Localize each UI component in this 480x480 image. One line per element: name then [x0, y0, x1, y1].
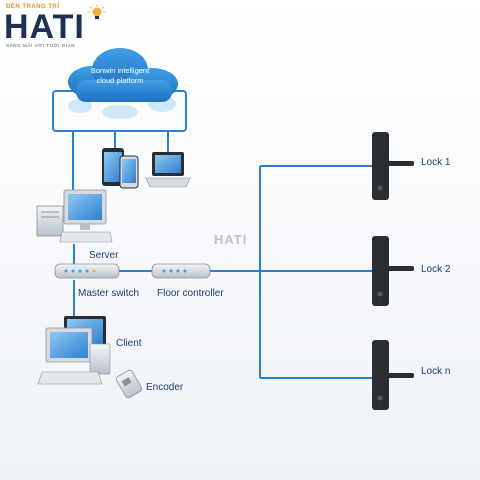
lock-n-icon [372, 340, 414, 410]
encoder-label: Encoder [146, 382, 184, 393]
logo-tagline-top: ĐÈN TRANG TRÍ [6, 4, 60, 10]
server-computer-icon [36, 189, 113, 243]
lock-n-label: Lock n [421, 366, 451, 377]
master-switch-icon [54, 263, 120, 279]
lock-1-icon [372, 132, 414, 200]
floor-controller-label: Floor controller [157, 288, 224, 299]
cloud-label: Bonwin intelligent cloud platform [88, 66, 152, 86]
lightbulb-icon [88, 4, 106, 19]
lock-2-label: Lock 2 [421, 264, 451, 275]
cloud-label-line2: cloud platform [96, 76, 144, 85]
encoder-icon [115, 369, 143, 399]
lock-1-label: Lock 1 [421, 157, 451, 168]
brand-logo: ĐÈN TRANG TRÍ HATI SÁNG MÃI VỚI THỜI GIA… [4, 4, 114, 50]
cloud-platform-frame [52, 90, 187, 132]
logo-tagline-bottom: SÁNG MÃI VỚI THỜI GIAN [6, 43, 76, 48]
laptop-icon [145, 152, 191, 188]
floor-controller-icon [151, 263, 211, 279]
master-switch-label: Master switch [78, 288, 140, 299]
mobile-devices-icon [102, 148, 139, 189]
cloud-icon [68, 48, 178, 102]
logo-wordmark: HATI [4, 8, 85, 46]
server-label: Server [89, 250, 119, 261]
client-computer-icon [37, 316, 111, 385]
client-label: Client [116, 338, 142, 349]
watermark: HATI [214, 232, 248, 247]
lock-2-icon [372, 236, 414, 306]
cloud-label-line1: Bonwin intelligent [90, 66, 150, 75]
connection-lines [72, 131, 376, 379]
